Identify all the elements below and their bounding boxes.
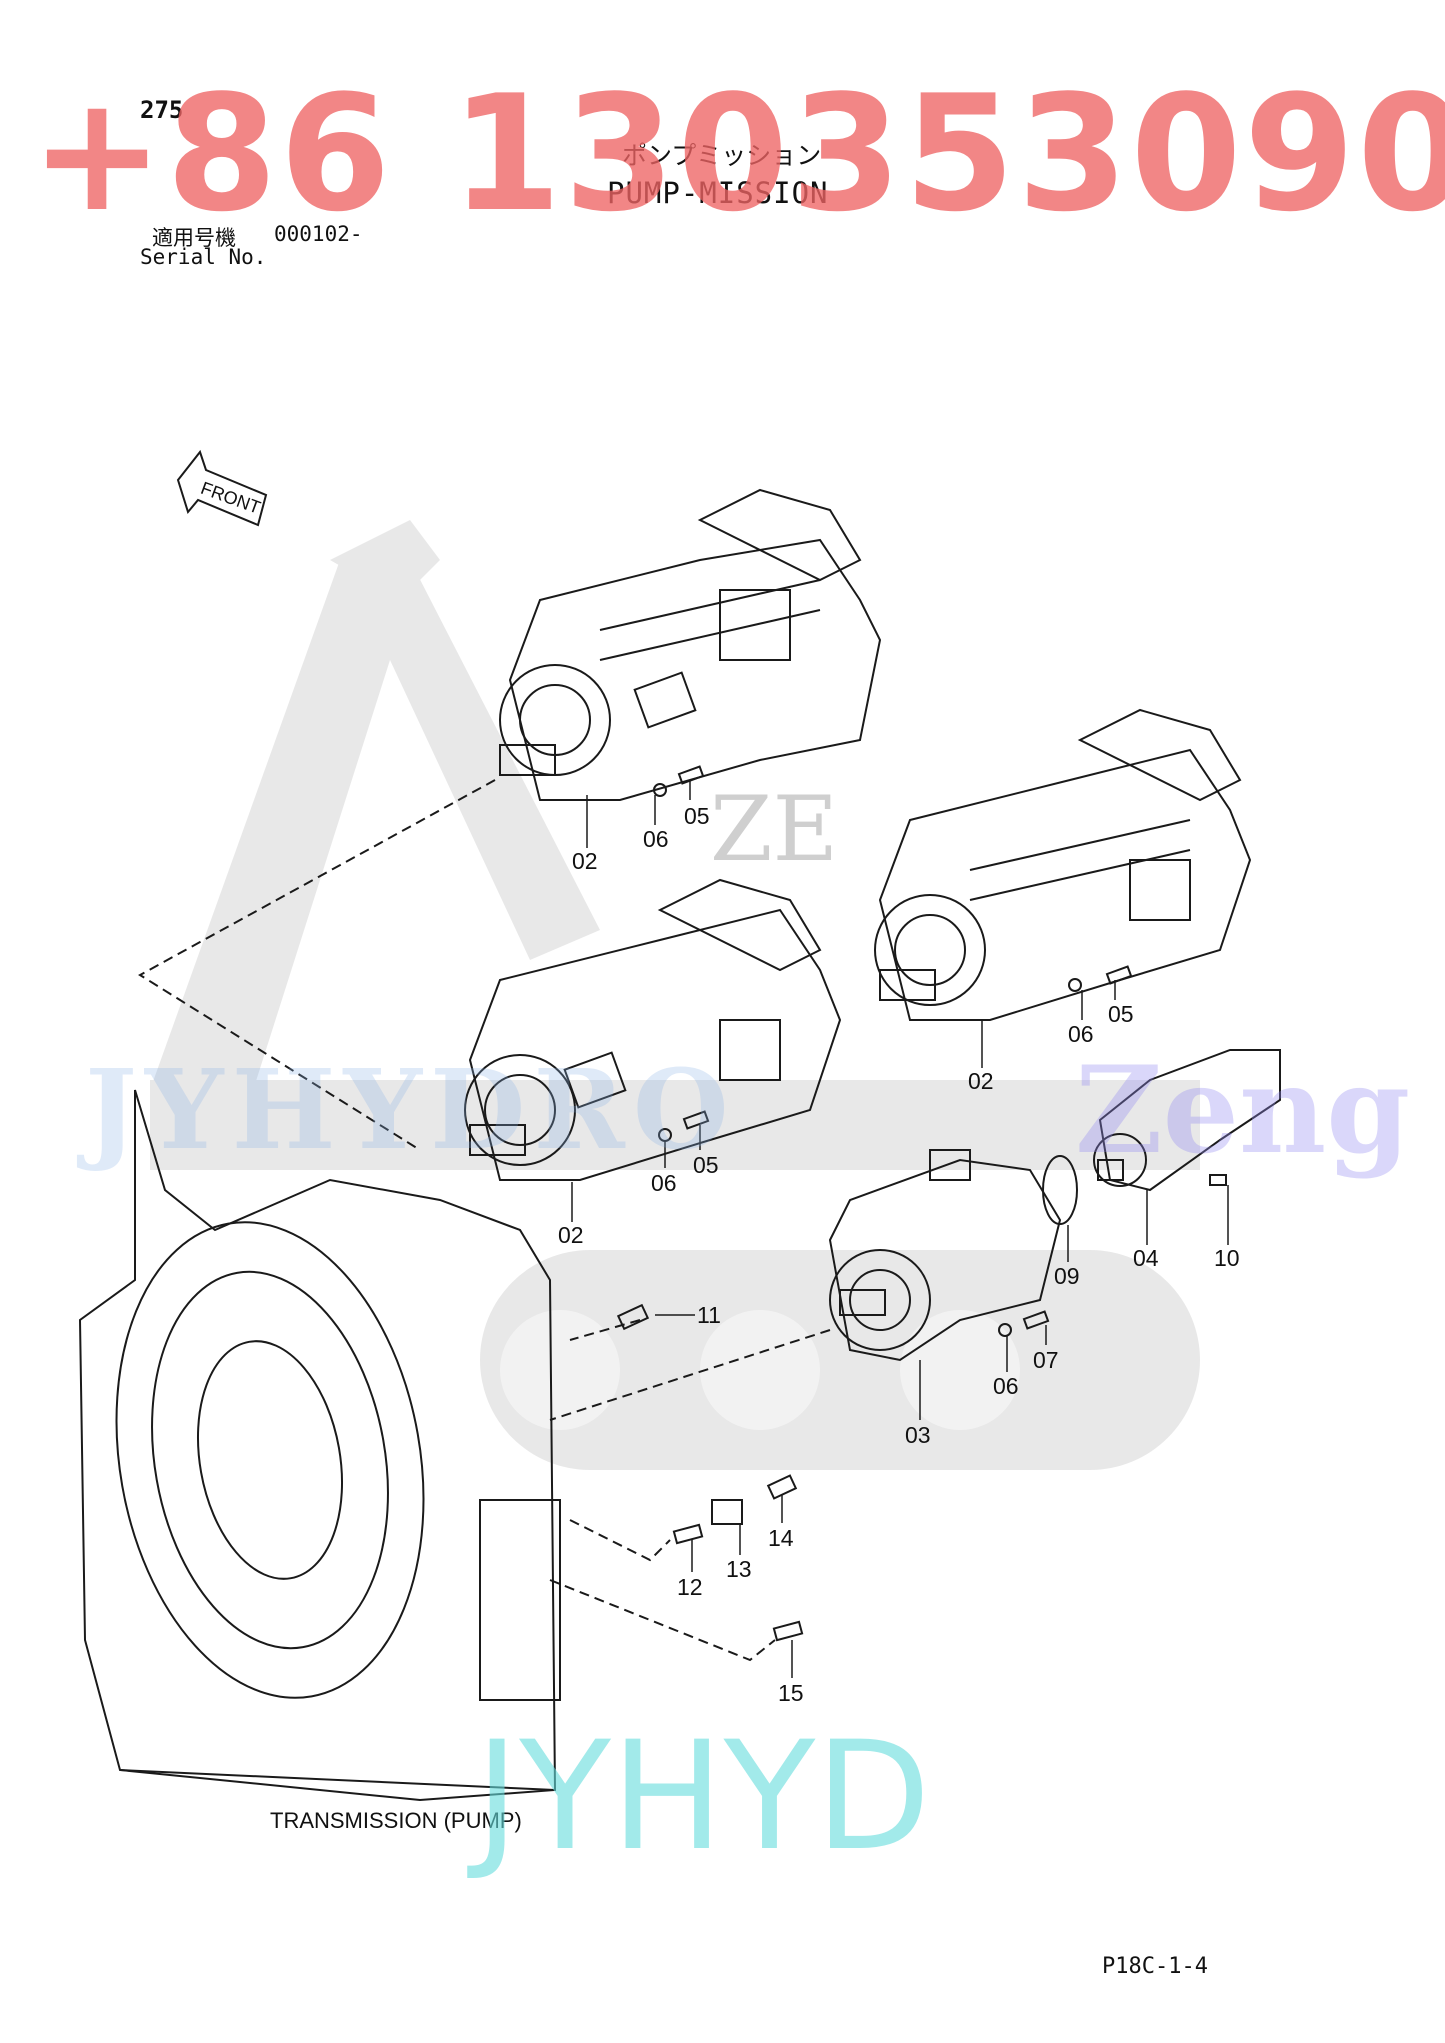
callout-15: 15 — [778, 1680, 804, 1706]
callout-02-top: 02 — [572, 848, 598, 874]
callout-06-top: 06 — [643, 826, 669, 852]
callout-14: 14 — [768, 1525, 794, 1551]
pump-03 — [828, 1149, 1062, 1362]
bolts-and-washers — [616, 765, 1227, 1642]
callout-06-left: 06 — [651, 1170, 677, 1196]
callout-05-left: 05 — [693, 1152, 719, 1178]
serial-value: 000102- — [274, 222, 363, 246]
callout-09: 09 — [1054, 1263, 1080, 1289]
callout-02-left: 02 — [558, 1222, 584, 1248]
drawing-reference: P18C-1-4 — [1102, 1954, 1208, 1979]
main-pump-right — [874, 708, 1252, 1021]
page-number: 275 — [140, 96, 184, 124]
callout-06-right: 06 — [1068, 1021, 1094, 1047]
callout-05-right: 05 — [1108, 1001, 1134, 1027]
serial-label-japanese: 適用号機 — [152, 226, 236, 250]
callout-03: 03 — [905, 1422, 931, 1448]
callout-13: 13 — [726, 1556, 752, 1582]
callout-07: 07 — [1033, 1347, 1059, 1373]
callout-04: 04 — [1133, 1245, 1159, 1271]
callout-12: 12 — [677, 1574, 703, 1600]
callout-10: 10 — [1214, 1245, 1240, 1271]
transmission-label: TRANSMISSION (PUMP) — [270, 1808, 522, 1833]
callout-leaders — [571, 780, 1229, 1678]
logo-watermark-text: ZE — [710, 777, 838, 882]
watermark-phone: +86 13035309093 — [30, 60, 1445, 247]
assembly-leader-lines — [138, 779, 831, 1662]
callout-05-top: 05 — [684, 803, 710, 829]
title-japanese: ポンプミッション — [622, 141, 822, 170]
title-english: PUMP-MISSION — [607, 176, 829, 210]
front-arrow-icon: FRONT — [176, 449, 268, 527]
gear-pump-04 — [1093, 1049, 1281, 1192]
main-pump-left — [464, 878, 842, 1181]
watermark-jyhyd: JYHYD — [475, 1710, 931, 1884]
transmission-housing — [78, 1089, 561, 1802]
callout-02-right: 02 — [968, 1068, 994, 1094]
watermark-zeng: Zeng — [1075, 1040, 1411, 1181]
serial-label-english: Serial No. — [140, 245, 267, 269]
main-pump-top — [499, 488, 882, 801]
watermark-brand: JYHYDRO — [85, 1045, 737, 1174]
o-ring-09 — [1042, 1155, 1078, 1225]
callout-06-pump03: 06 — [993, 1373, 1019, 1399]
callout-11: 11 — [697, 1302, 721, 1328]
